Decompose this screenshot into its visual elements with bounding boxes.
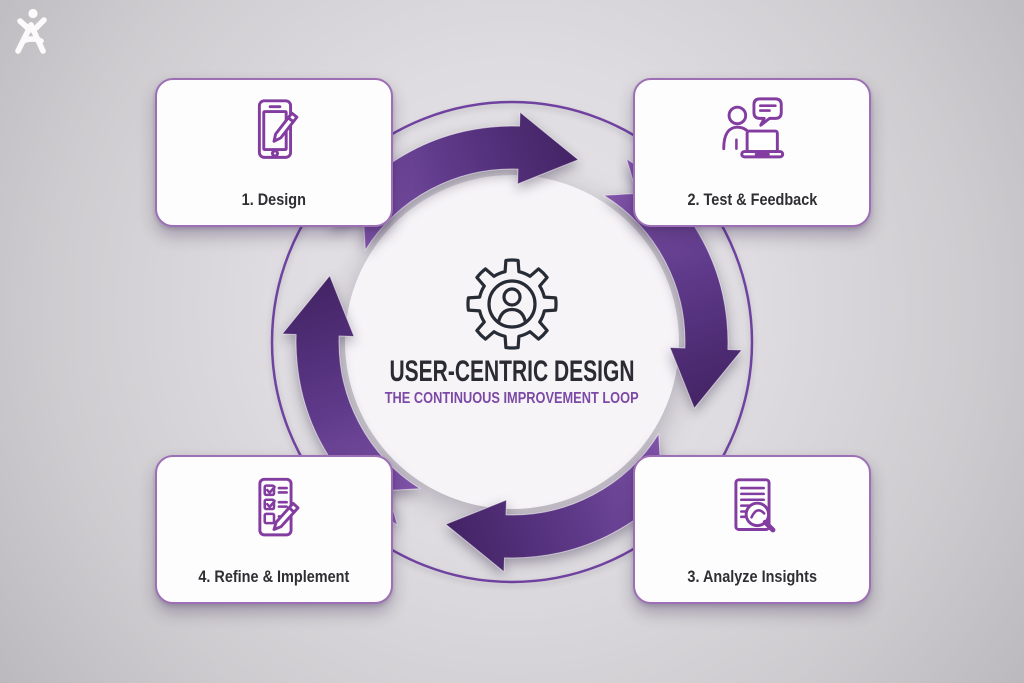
document-magnifier-icon bbox=[734, 478, 776, 533]
step-card-refine-implement: 4. Refine & Implement bbox=[155, 455, 393, 604]
outer-ring-circle bbox=[270, 100, 754, 584]
step-label-analyze-insights: 3. Analyze Insights bbox=[687, 567, 817, 586]
brand-figure-logo bbox=[15, 8, 47, 54]
user-laptop-chat-icon bbox=[722, 97, 785, 159]
step-label-refine-implement: 4. Refine & Implement bbox=[198, 567, 350, 586]
center-title-block: USER-CENTRIC DESIGN THE CONTINUOUS IMPRO… bbox=[262, 356, 762, 408]
inner-disc bbox=[345, 175, 679, 509]
step-label-test-feedback: 2. Test & Feedback bbox=[687, 190, 817, 209]
step-label-design: 1. Design bbox=[241, 190, 307, 209]
step-card-test-feedback: 2. Test & Feedback bbox=[633, 78, 871, 227]
checklist-pencil-icon bbox=[258, 477, 300, 537]
diagram-subtitle: THE CONTINUOUS IMPROVEMENT LOOP bbox=[385, 390, 639, 407]
step-card-analyze-insights: 3. Analyze Insights bbox=[633, 455, 871, 604]
diagram-title: USER-CENTRIC DESIGN bbox=[389, 355, 635, 388]
gear-user-icon bbox=[466, 258, 558, 350]
tablet-pencil-icon bbox=[257, 99, 299, 159]
step-card-design: 1. Design bbox=[155, 78, 393, 227]
